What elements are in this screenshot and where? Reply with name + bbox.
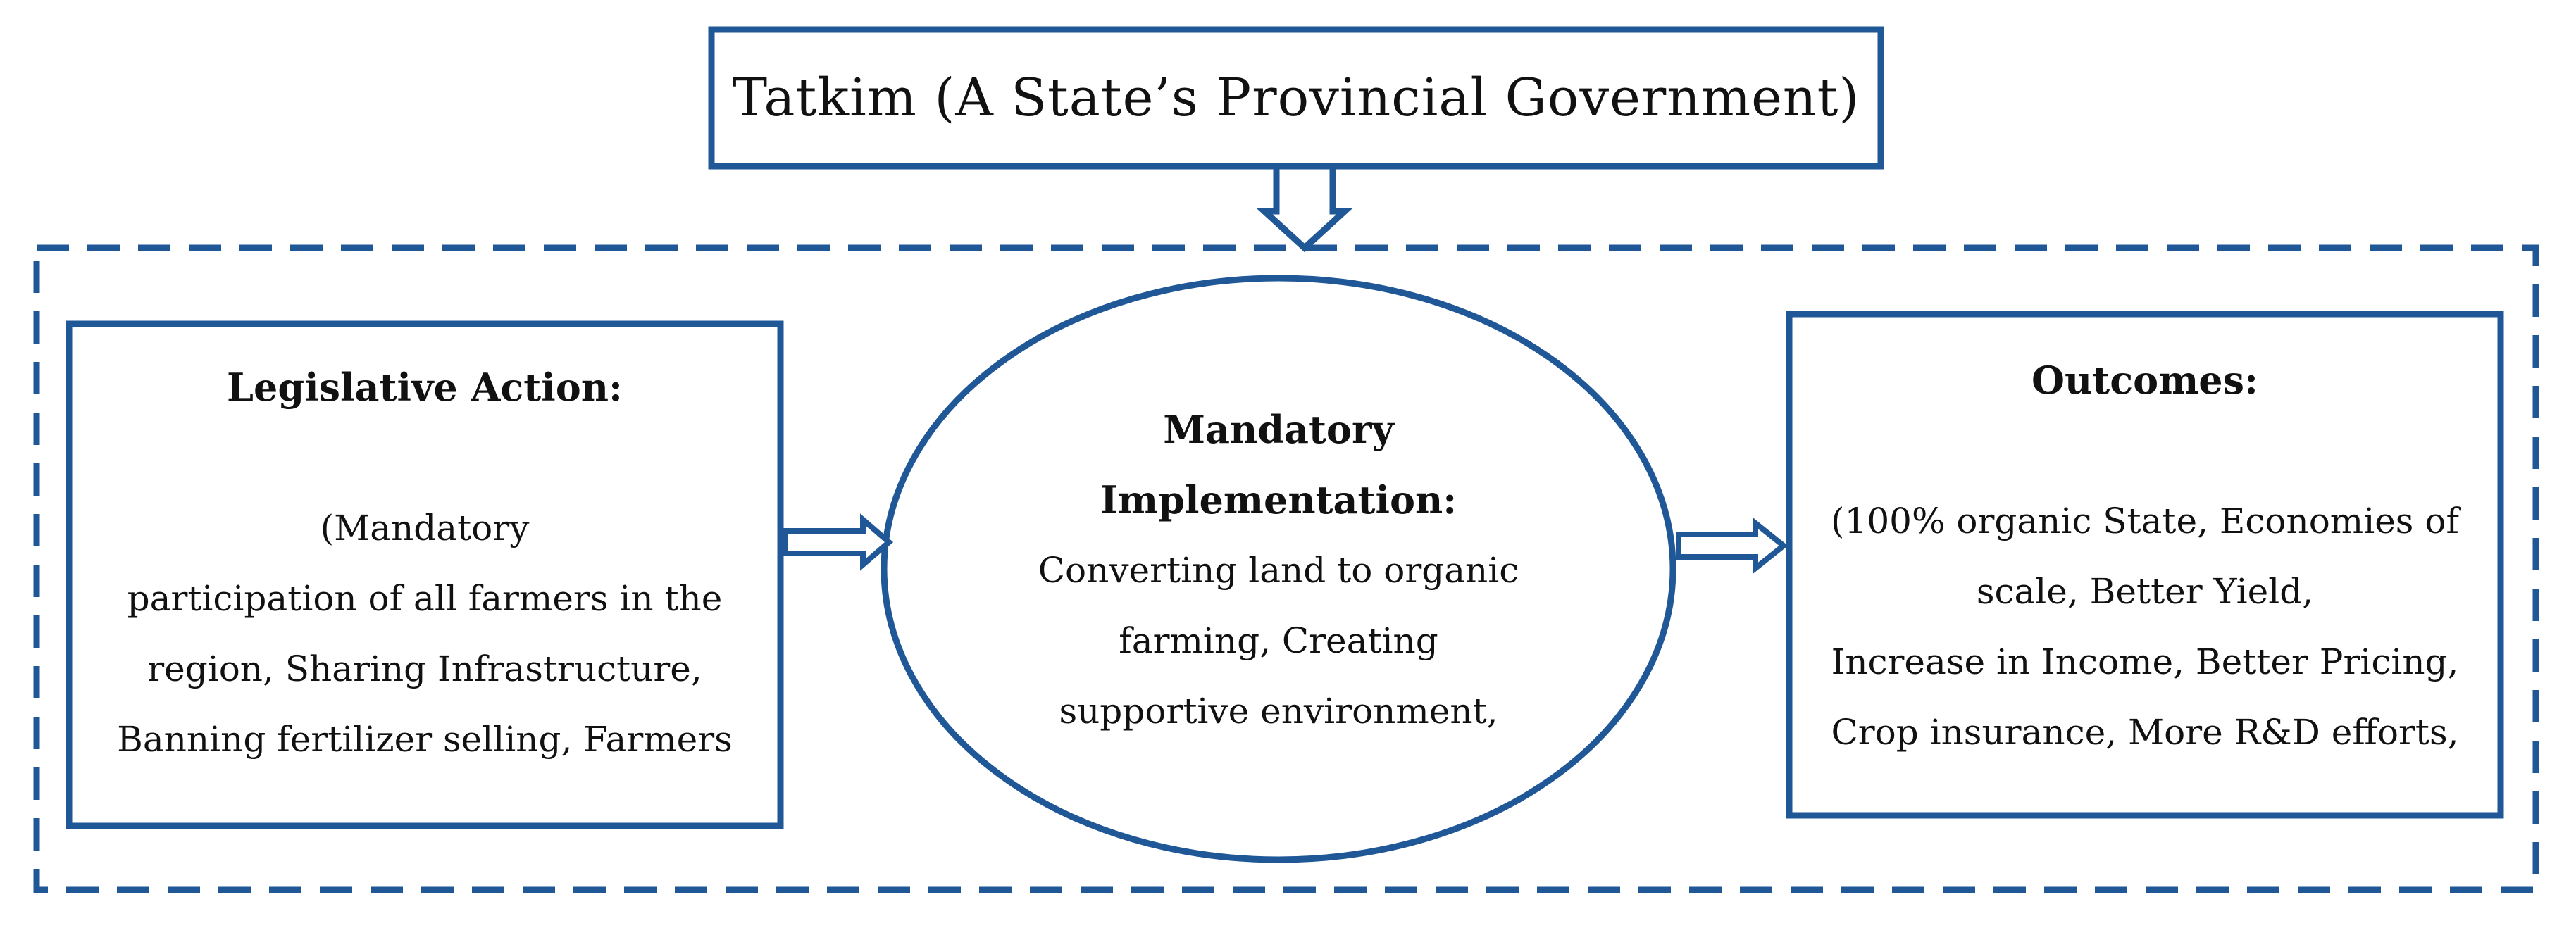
legislative-action-line: participation of all farmers in the [127, 578, 723, 619]
mandatory-implementation-line: supportive environment, [1059, 691, 1498, 732]
outcomes-line: Increase in Income, Better Pricing, [1831, 641, 2459, 682]
mandatory-implementation-heading: Mandatory [1163, 407, 1394, 452]
mandatory-implementation-line: farming, Creating [1119, 620, 1438, 661]
mandatory-implementation-ellipse [881, 275, 1676, 863]
outcomes-line: (100% organic State, Economies of [1831, 501, 2459, 541]
dashed-container [33, 244, 2539, 893]
spacer [1793, 415, 2497, 486]
title-box [708, 26, 1884, 170]
legislative-action-heading: Legislative Action: [227, 365, 623, 410]
outcomes-heading: Outcomes: [2031, 358, 2258, 403]
legislative-action-line: (Mandatory [320, 508, 530, 548]
outcomes-line: Crop insurance, More R&D efforts, [1831, 712, 2459, 753]
mandatory-implementation-text: Mandatory Implementation: Converting lan… [923, 394, 1634, 746]
outcomes-text: Outcomes: (100% organic State, Economies… [1793, 345, 2497, 767]
outcomes-box [1786, 311, 2504, 819]
legislative-action-line: Banning fertilizer selling, Farmers [117, 719, 733, 760]
diagram-title: Tatkim (A State’s Provincial Government) [732, 68, 1860, 128]
right-arrow-right [1676, 517, 1788, 575]
legislative-action-text: Legislative Action: (Mandatory participa… [69, 352, 780, 775]
mandatory-implementation-heading: Implementation: [1100, 477, 1457, 522]
legislative-action-box [66, 320, 784, 829]
mandatory-implementation-line: Converting land to organic [1038, 550, 1519, 591]
legislative-action-line: region, Sharing Infrastructure, [147, 648, 702, 689]
down-arrow-tip [1262, 208, 1348, 253]
down-arrow [1256, 163, 1353, 253]
spacer [69, 422, 780, 493]
outcomes-line: scale, Better Yield, [1976, 571, 2314, 612]
right-arrow-left [783, 513, 894, 571]
